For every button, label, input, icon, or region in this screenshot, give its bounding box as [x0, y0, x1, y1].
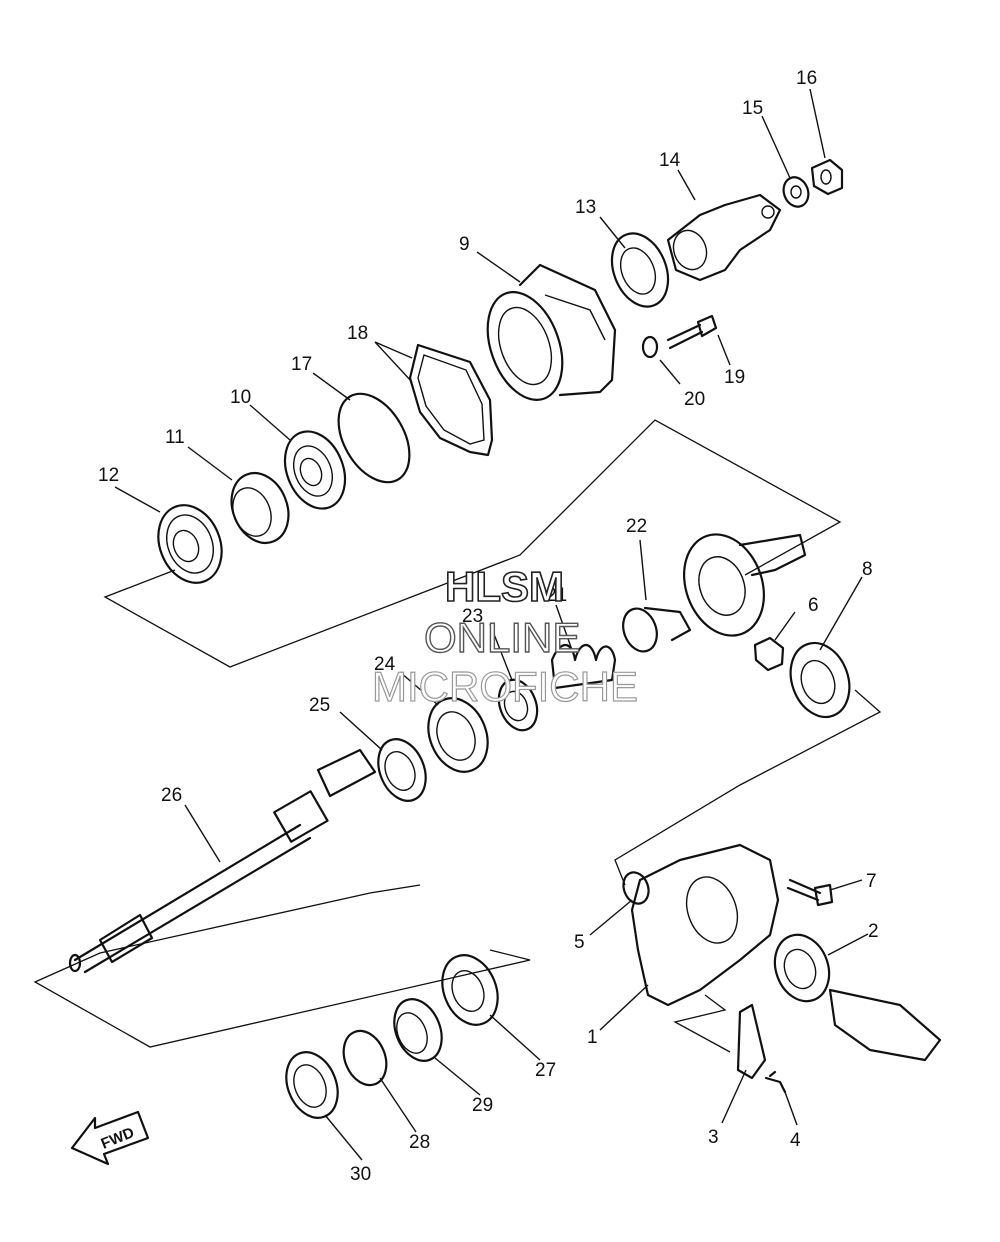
o-ring-17 [337, 392, 411, 484]
oil-seal-30 [285, 1051, 339, 1119]
leader-lines [114, 88, 869, 1161]
bracket-3 [736, 1003, 767, 1080]
label-4: 4 [790, 1130, 801, 1151]
nut-16 [810, 158, 844, 196]
nut-6 [753, 636, 785, 672]
fwd-arrow-icon: FWD [70, 1110, 150, 1166]
group-outline-shaft [33, 884, 531, 1048]
shaft-output [828, 988, 942, 1062]
label-25: 25 [309, 695, 330, 716]
label-27: 27 [535, 1060, 556, 1081]
spacer-28 [342, 1029, 388, 1087]
oil-seal-12 [157, 504, 223, 584]
label-17: 17 [291, 354, 312, 375]
washer-20 [641, 335, 659, 359]
label-12: 12 [98, 465, 119, 486]
label-14: 14 [659, 150, 681, 171]
bearing-2 [773, 933, 831, 1003]
label-10: 10 [230, 387, 251, 408]
label-11: 11 [165, 427, 185, 448]
label-24: 24 [374, 654, 396, 675]
label-8: 8 [862, 559, 873, 580]
label-18: 18 [347, 323, 368, 344]
oil-seal-25 [377, 738, 427, 802]
label-28: 28 [409, 1132, 430, 1153]
watermark-line-1: HLSM [444, 563, 565, 610]
label-6: 6 [808, 595, 819, 616]
label-21: 21 [546, 585, 567, 606]
watermark-line-2: ONLINE [423, 614, 581, 661]
gear-22 [683, 533, 807, 637]
cam-22 [622, 606, 692, 653]
watermark-line-3: MICROFICHE [371, 663, 638, 710]
bearing-27 [441, 954, 499, 1026]
group-outline-lower [614, 689, 882, 886]
bearing-13 [610, 232, 670, 308]
label-30: 30 [350, 1164, 371, 1185]
bolt-7 [786, 878, 834, 907]
bearing-10 [283, 430, 347, 510]
screw-4 [764, 1070, 787, 1094]
label-7: 7 [866, 871, 877, 892]
label-23: 23 [462, 606, 483, 627]
collar-29 [393, 998, 443, 1062]
label-1: 1 [587, 1027, 598, 1048]
o-ring-5 [622, 871, 650, 905]
label-9: 9 [459, 234, 470, 255]
label-22: 22 [626, 516, 647, 537]
group-outline-bracket [673, 994, 731, 1053]
label-16: 16 [796, 68, 817, 89]
shim-18 [408, 343, 494, 457]
case-1 [630, 843, 780, 1007]
label-26: 26 [161, 785, 182, 806]
group-outline-upper [103, 419, 842, 668]
bearing-24 [427, 697, 489, 773]
collar-11 [230, 472, 290, 544]
gear-8 [789, 641, 851, 719]
label-20: 20 [684, 389, 705, 410]
bolt-19 [666, 314, 718, 350]
label-13: 13 [575, 197, 596, 218]
washer-15 [782, 176, 810, 208]
label-2: 2 [868, 921, 879, 942]
label-3: 3 [708, 1127, 719, 1148]
housing-9 [486, 263, 617, 401]
label-19: 19 [724, 367, 745, 388]
spring-21 [550, 643, 617, 690]
label-5: 5 [574, 932, 585, 953]
shaft-26 [68, 748, 377, 974]
collar-23 [497, 678, 539, 732]
label-29: 29 [472, 1095, 493, 1116]
yoke-14 [666, 193, 782, 282]
label-15: 15 [742, 98, 763, 119]
